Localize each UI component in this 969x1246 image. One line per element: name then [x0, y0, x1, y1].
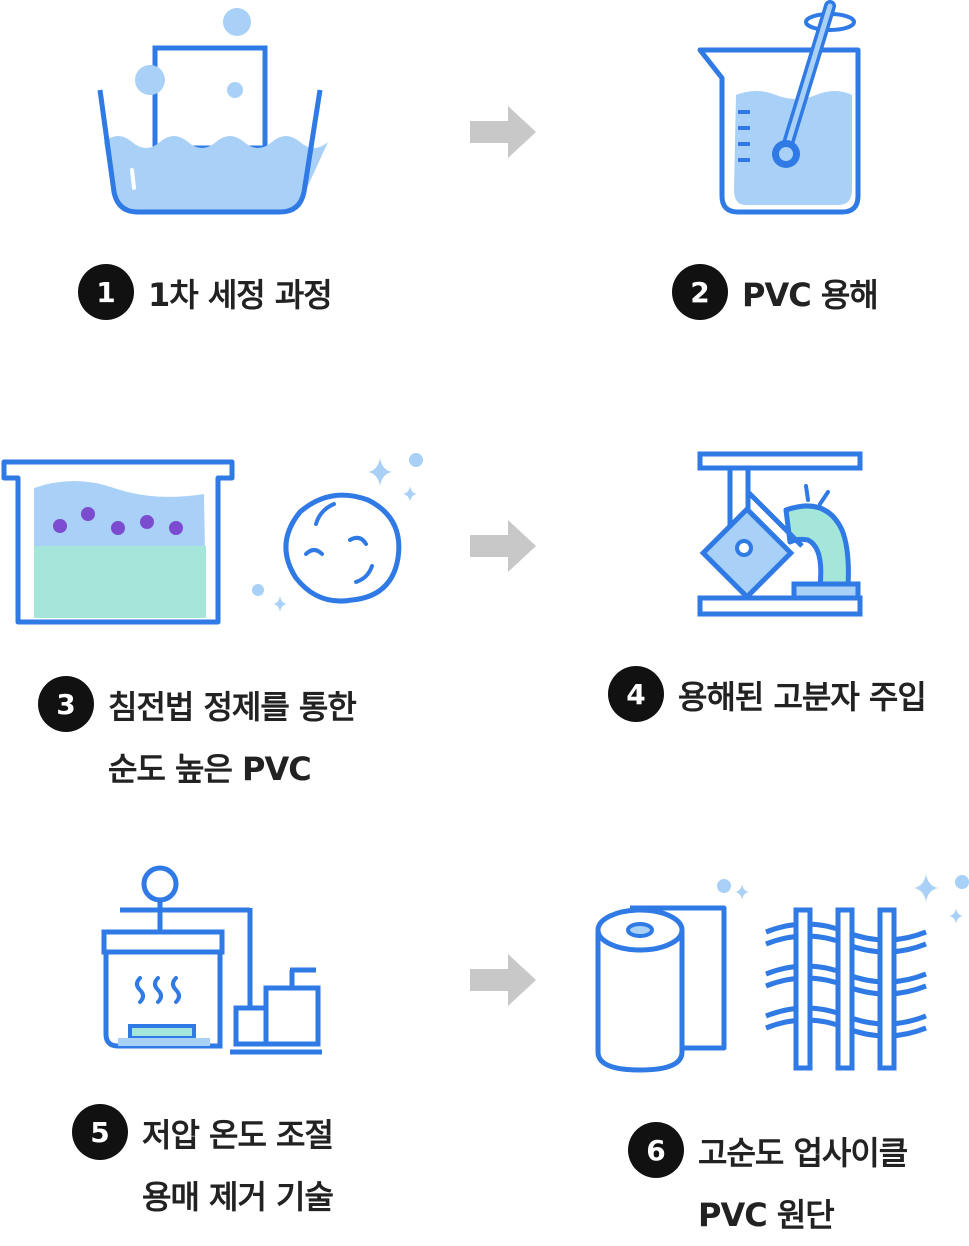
step-number-badge: 5	[72, 1104, 128, 1160]
step-number-badge: 6	[628, 1122, 684, 1178]
washing-basin-icon	[97, 8, 328, 215]
heating-vessel-icon	[101, 865, 322, 1055]
flow-arrow-1	[470, 106, 536, 158]
step-title: 용해된 고분자 주입	[678, 678, 927, 716]
step-6-label: 6 고순도 업사이클 PVC 원단	[628, 1122, 908, 1246]
step-2-label: 2 PVC 용해	[672, 264, 879, 326]
step-subtitle: 순도 높은 PVC	[108, 750, 312, 788]
step-3-label: 3 침전법 정제를 통한 순도 높은 PVC	[38, 676, 357, 800]
step-title: PVC 용해	[742, 276, 879, 314]
step-5-label: 5 저압 온도 조절 용매 제거 기술	[72, 1104, 334, 1228]
step-number-badge: 3	[38, 676, 94, 732]
flow-arrow-3	[470, 954, 536, 1006]
step-subtitle: 용매 제거 기술	[142, 1178, 334, 1216]
step-title: 고순도 업사이클	[698, 1134, 908, 1172]
beaker-stirring-icon	[697, 0, 861, 215]
step-title: 1차 세정 과정	[148, 276, 333, 314]
precipitation-tank-icon	[1, 453, 423, 625]
step-1-label: 1 1차 세정 과정	[78, 264, 333, 326]
injection-machine-icon	[697, 451, 863, 617]
step-title: 침전법 정제를 통한	[108, 688, 357, 726]
step-number-badge: 4	[608, 666, 664, 722]
step-4-label: 4 용해된 고분자 주입	[608, 666, 927, 728]
step-number-badge: 2	[672, 264, 728, 320]
flow-arrow-2	[470, 520, 536, 572]
fabric-roll-icon	[595, 874, 969, 1073]
step-subtitle: PVC 원단	[698, 1196, 835, 1234]
step-title: 저압 온도 조절	[142, 1116, 334, 1154]
step-number-badge: 1	[78, 264, 134, 320]
